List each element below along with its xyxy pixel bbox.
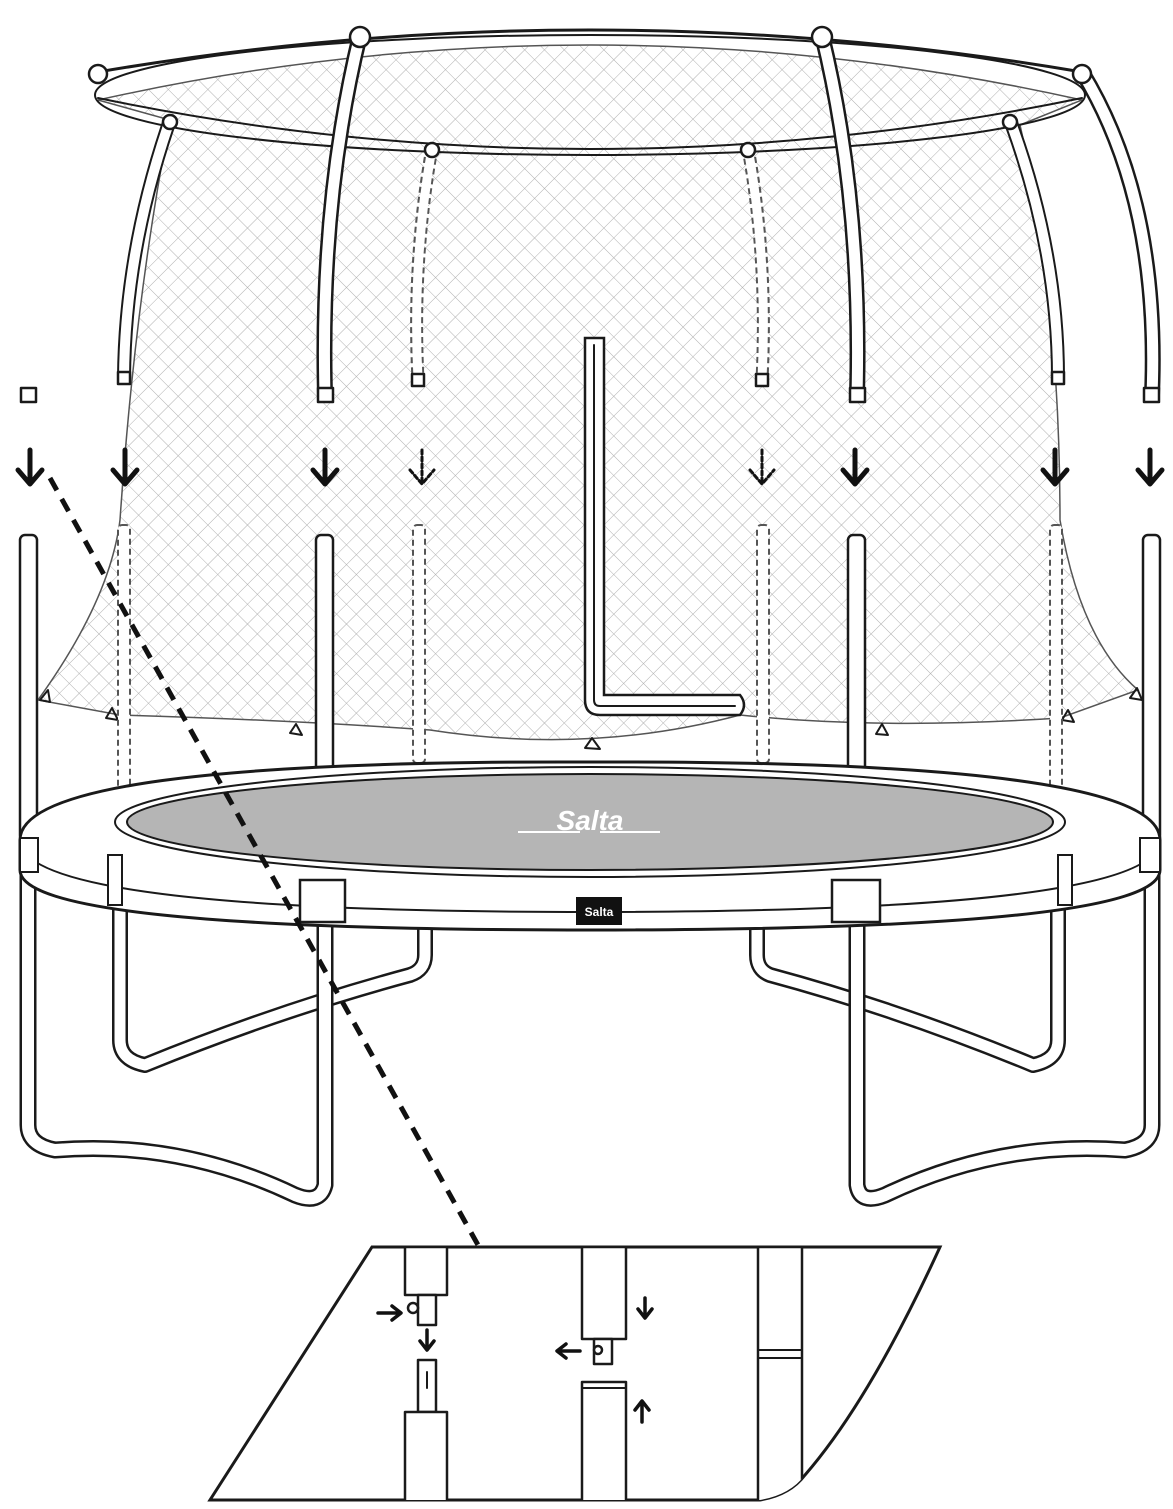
- arrow-down-icon: [310, 447, 340, 487]
- trampoline-frame: Salta Salta: [18, 760, 1162, 1207]
- arrow-right-icon: [376, 1304, 403, 1322]
- arrow-down-icon: [1040, 447, 1070, 487]
- arrow-up-icon: [633, 1399, 651, 1424]
- allen-key-icon: [583, 336, 746, 717]
- arrow-down-icon: [408, 448, 436, 487]
- arrow-down-icon: [840, 447, 870, 487]
- arrow-down-icon: [418, 1328, 436, 1352]
- upper-poles: [19, 25, 1161, 404]
- arrow-left-icon: [555, 1342, 582, 1360]
- mat-logo: Salta: [557, 805, 624, 836]
- arrow-down-icon: [110, 447, 140, 487]
- arrow-down-icon: [1135, 447, 1165, 487]
- insertion-arrows: [15, 447, 1165, 487]
- arrow-down-icon: [748, 448, 776, 487]
- jumping-mat: [126, 773, 1054, 871]
- brand-badge: [576, 897, 622, 925]
- detail-inset: [207, 1245, 943, 1502]
- arrow-down-icon: [15, 447, 45, 487]
- callout-line: [47, 476, 481, 1247]
- arrow-down-icon: [636, 1296, 654, 1320]
- badge-logo: Salta: [585, 905, 614, 919]
- upper-poles-rear: [116, 113, 1066, 388]
